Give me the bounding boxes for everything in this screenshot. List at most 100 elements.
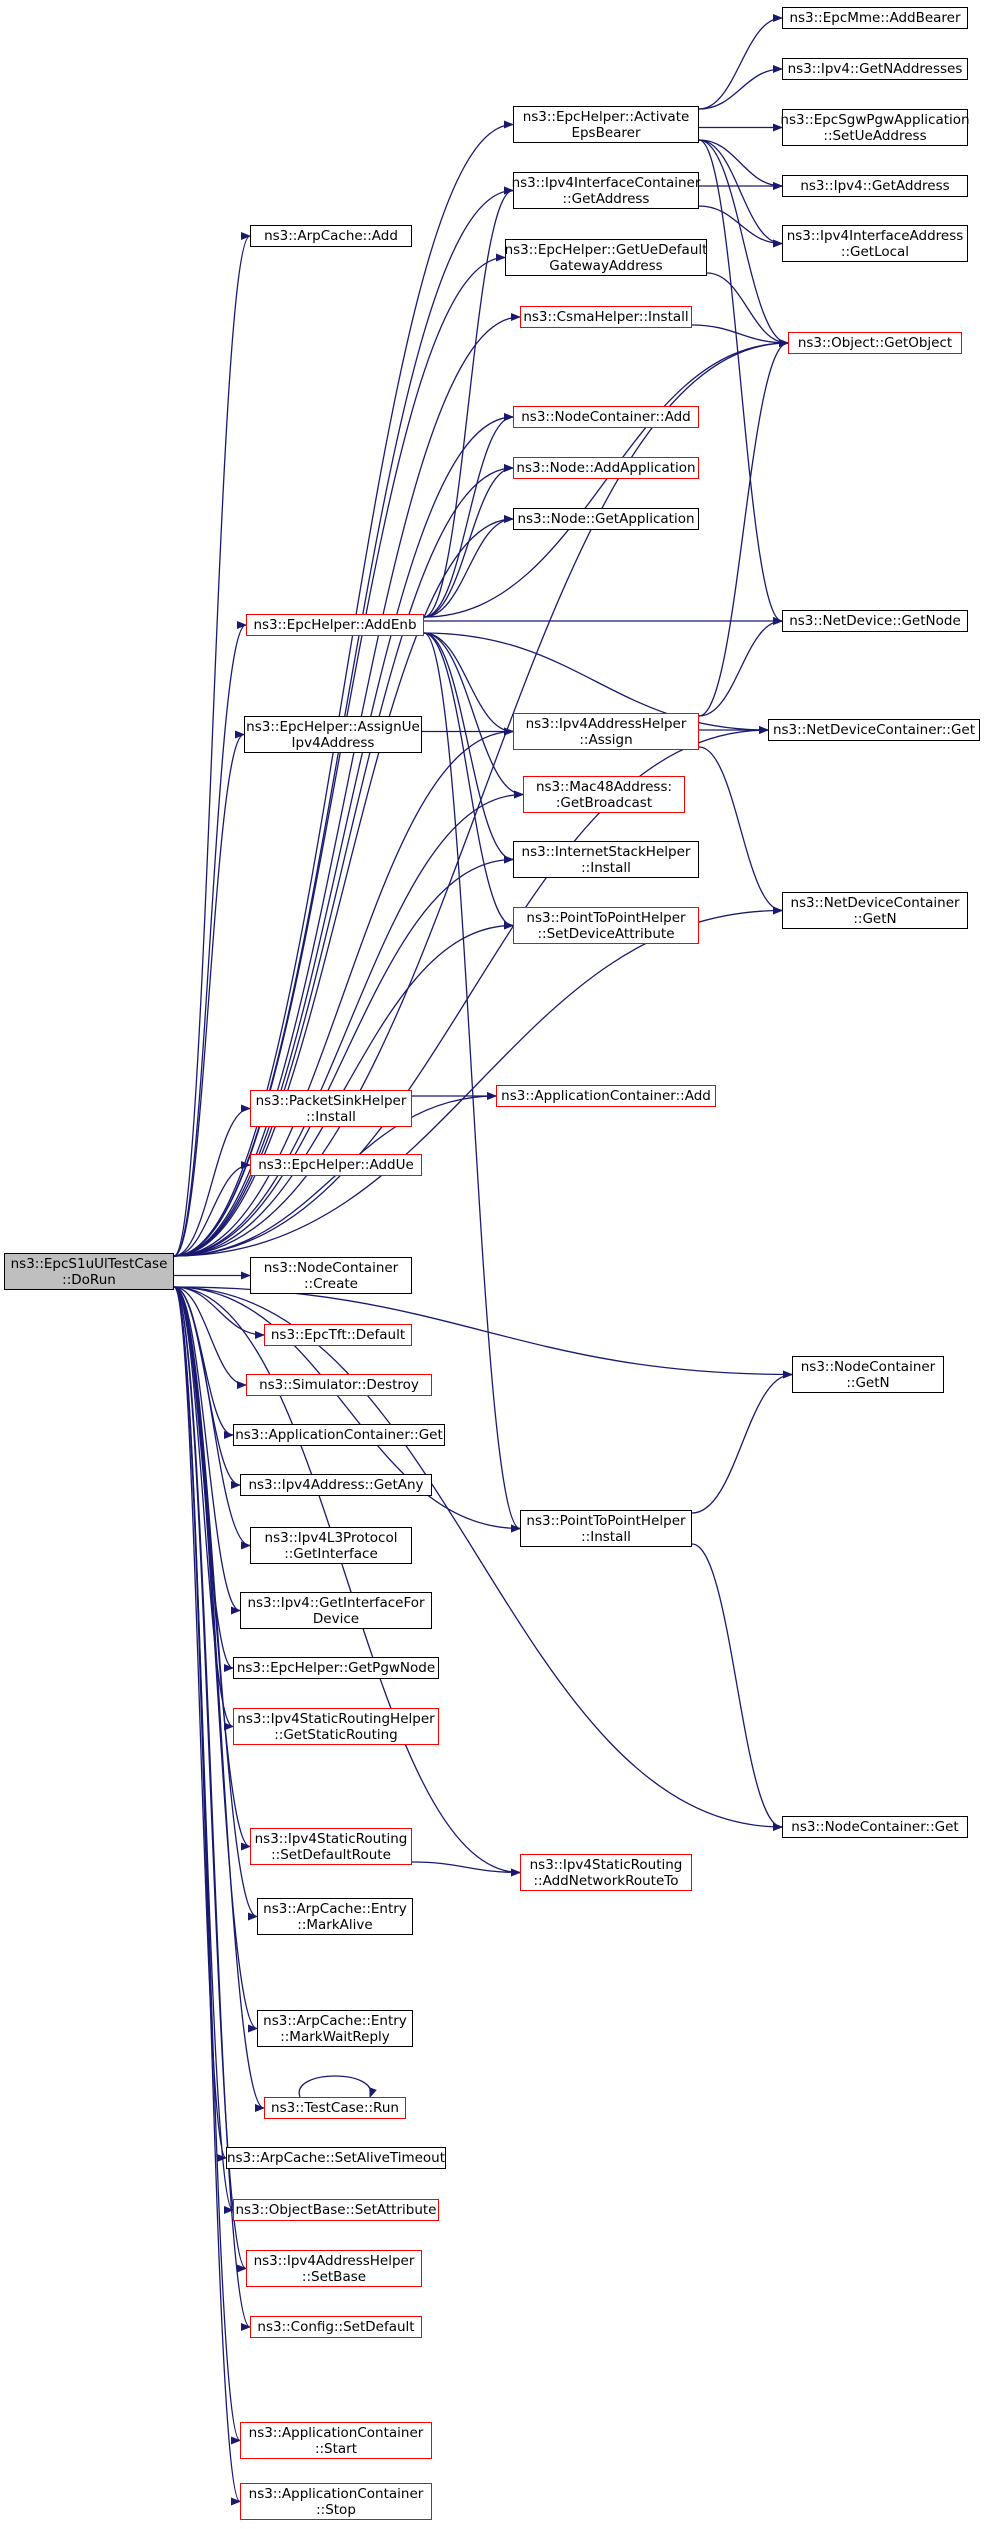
node-applicationcontainer-start[interactable]: ns3::ApplicationContainer ::Start [240, 2422, 432, 2459]
node-packetsinkhelper-install[interactable]: ns3::PacketSinkHelper ::Install [250, 1090, 412, 1127]
edge-root-to-arpentry_markalive [173, 1286, 258, 1921]
node-node-getapplication[interactable]: ns3::Node::GetApplication [513, 508, 699, 530]
edge-epchelper_activate-to-epcmme_addbearer [698, 14, 783, 110]
node-csmahelper-install[interactable]: ns3::CsmaHelper::Install [520, 306, 692, 328]
edge-root-to-packetsink_install [173, 1104, 251, 1257]
edge-root-to-epchelper_activate [173, 120, 514, 1257]
edge-epchelper_activate-to-object_getobject [698, 139, 789, 347]
edge-root-to-ipv4staticrouting_addnetwork [173, 1286, 521, 1877]
node-netdevice-getnode[interactable]: ns3::NetDevice::GetNode [782, 610, 968, 632]
edge-ipv4addrhelper_assign-to-object_getobject [698, 339, 789, 717]
edge-root-to-epchelper_addue [173, 1161, 251, 1257]
edge-root-to-node_getapplication [173, 515, 514, 1257]
node-epchelper-addue[interactable]: ns3::EpcHelper::AddUe [250, 1154, 422, 1176]
node-simulator-destroy[interactable]: ns3::Simulator::Destroy [246, 1374, 432, 1396]
node-ipv4-getaddress[interactable]: ns3::Ipv4::GetAddress [782, 175, 968, 197]
edge-root-to-epchelper_getuedefault [173, 253, 506, 1257]
edge-epchelper_activate-to-ipv4ifaddr_getlocal [698, 139, 783, 248]
node-root-doRun: ns3::EpcS1uUlTestCase ::DoRun [4, 1253, 174, 1290]
edge-epchelper_activate-to-ipv4_getnaddresses [698, 65, 783, 110]
edge-epchelper_activate-to-netdevice_getnode [698, 139, 783, 625]
node-objectbase-setattribute[interactable]: ns3::ObjectBase::SetAttribute [233, 2199, 439, 2221]
edge-root-to-nodecontainer_add [173, 413, 514, 1257]
node-ipv4ifcontainer-getaddress[interactable]: ns3::Ipv4InterfaceContainer ::GetAddress [512, 172, 700, 209]
node-netdevicecontainer-get[interactable]: ns3::NetDeviceContainer::Get [768, 719, 980, 741]
edge-root-to-netdevcontainer_getn [173, 906, 783, 1257]
node-epchelper-assignueipv4address[interactable]: ns3::EpcHelper::AssignUe Ipv4Address [244, 716, 422, 753]
node-ipv4-getinterfacefordevice[interactable]: ns3::Ipv4::GetInterfaceFor Device [240, 1592, 432, 1629]
edge-root-to-mac48_getbroadcast [173, 790, 524, 1257]
node-ipv4addresshelper-assign[interactable]: ns3::Ipv4AddressHelper ::Assign [513, 713, 699, 750]
node-epcmme-addbearer[interactable]: ns3::EpcMme::AddBearer [782, 7, 968, 29]
node-epchelper-getpgwnode[interactable]: ns3::EpcHelper::GetPgwNode [233, 1657, 439, 1679]
edge-epchelper_addenb-to-netdevcontainer_get [423, 632, 769, 734]
node-arpcache-setalivetimeout[interactable]: ns3::ArpCache::SetAliveTimeout [226, 2147, 446, 2169]
node-ipv4addresshelper-setbase[interactable]: ns3::Ipv4AddressHelper ::SetBase [246, 2250, 422, 2287]
edge-root-to-epchelper_assignue [173, 730, 245, 1257]
edge-epchelper_addenb-to-node_addapplication [423, 464, 514, 618]
node-ipv4ifaddress-getlocal[interactable]: ns3::Ipv4InterfaceAddress ::GetLocal [782, 225, 968, 262]
edge-ipv4addrhelper_assign-to-netdevcontainer_getn [698, 746, 783, 915]
node-nodecontainer-add[interactable]: ns3::NodeContainer::Add [513, 406, 699, 428]
node-ipv4staticrouting-addnetworkrouteto[interactable]: ns3::Ipv4StaticRouting ::AddNetworkRoute… [520, 1854, 692, 1891]
edge-root-to-nodecontainer_get [173, 1286, 783, 1831]
node-p2phelper-setdeviceattribute[interactable]: ns3::PointToPointHelper ::SetDeviceAttri… [513, 907, 699, 944]
node-node-addapplication[interactable]: ns3::Node::AddApplication [513, 457, 699, 479]
node-nodecontainer-get[interactable]: ns3::NodeContainer::Get [782, 1816, 968, 1838]
node-config-setdefault[interactable]: ns3::Config::SetDefault [250, 2316, 422, 2338]
node-applicationcontainer-stop[interactable]: ns3::ApplicationContainer ::Stop [240, 2483, 432, 2520]
edge-epchelper_getuedefault-to-object_getobject [706, 272, 789, 347]
node-mac48address-getbroadcast[interactable]: ns3::Mac48Address: :GetBroadcast [523, 776, 685, 813]
node-netdevicecontainer-getn[interactable]: ns3::NetDeviceContainer ::GetN [782, 892, 968, 929]
node-nodecontainer-getn[interactable]: ns3::NodeContainer ::GetN [792, 1356, 944, 1393]
node-ipv4-getnaddresses[interactable]: ns3::Ipv4::GetNAddresses [782, 58, 968, 80]
node-epchelper-activateepsbearer[interactable]: ns3::EpcHelper::Activate EpsBearer [513, 106, 699, 143]
edge-root-to-csma_install [173, 313, 521, 1257]
edge-epchelper_addenb-to-internetstack_install [423, 632, 514, 864]
edge-epchelper_addenb-to-mac48_getbroadcast [423, 632, 524, 799]
node-applicationcontainer-get[interactable]: ns3::ApplicationContainer::Get [233, 1424, 445, 1446]
edge-root-to-arpcache_setalivetimeout [173, 1286, 227, 2162]
edge-ipv4staticrouting_setdefault-to-ipv4staticrouting_addnetwork [411, 1861, 521, 1877]
edge-epchelper_addenb-to-ipv4ifc_getaddress [423, 186, 514, 618]
node-ipv4staticrouting-setdefaultroute[interactable]: ns3::Ipv4StaticRouting ::SetDefaultRoute [250, 1828, 412, 1865]
edge-root-to-netdevcontainer_get [173, 726, 769, 1257]
node-epcsgwpgw-setueaddress[interactable]: ns3::EpcSgwPgwApplication ::SetUeAddress [780, 109, 970, 146]
node-arpcache-add[interactable]: ns3::ArpCache::Add [250, 225, 412, 247]
node-object-getobject[interactable]: ns3::Object::GetObject [788, 332, 962, 354]
edge-root-to-node_addapplication [173, 464, 514, 1257]
edge-epchelper_addenb-to-p2p_setdeviceattr [423, 632, 514, 930]
edge-root-to-ipv4addrhelper_assign [173, 727, 514, 1257]
edge-ipv4addrhelper_assign-to-netdevice_getnode [698, 617, 783, 717]
edge-root-to-appcontainer_stop [173, 1286, 241, 2506]
edge-testcase_run-self-loop [298, 2075, 377, 2098]
node-ipv4staticroutinghelper-getstaticrouting[interactable]: ns3::Ipv4StaticRoutingHelper ::GetStatic… [233, 1708, 439, 1745]
node-internetstackhelper-install[interactable]: ns3::InternetStackHelper ::Install [513, 841, 699, 878]
node-testcase-run[interactable]: ns3::TestCase::Run [264, 2097, 406, 2119]
node-epctft-default[interactable]: ns3::EpcTft::Default [264, 1324, 412, 1346]
node-epchelper-getuedefaultgateway[interactable]: ns3::EpcHelper::GetUeDefault GatewayAddr… [505, 239, 707, 276]
edge-root-to-appcontainer_add [173, 1092, 497, 1257]
edge-epchelper_addenb-to-ipv4addrhelper_assign [423, 632, 514, 736]
edge-root-to-arpcache_add [173, 232, 251, 1257]
edge-root-to-p2p_install [173, 1286, 521, 1533]
edge-epchelper_addenb-to-object_getobject [423, 339, 789, 618]
node-applicationcontainer-add[interactable]: ns3::ApplicationContainer::Add [496, 1085, 716, 1107]
node-arpcacheentry-markalive[interactable]: ns3::ArpCache::Entry ::MarkAlive [257, 1898, 413, 1935]
edge-root-to-simulator_destroy [173, 1286, 247, 1389]
edge-root-to-ipv4_getinterfacefordevice [173, 1286, 241, 1615]
edge-root-to-testcase_run [173, 1286, 265, 2112]
edge-p2p_install-to-nodecontainer_getn [691, 1370, 793, 1514]
edge-epchelper_addenb-to-nodecontainer_add [423, 413, 514, 618]
node-p2phelper-install[interactable]: ns3::PointToPointHelper ::Install [520, 1510, 692, 1547]
node-arpcacheentry-markwaitreply[interactable]: ns3::ArpCache::Entry ::MarkWaitReply [257, 2010, 413, 2047]
edge-root-to-ipv4staticroutinghelper_get [173, 1286, 234, 1731]
edge-csma_install-to-object_getobject [691, 324, 789, 347]
node-epchelper-addenb[interactable]: ns3::EpcHelper::AddEnb [246, 614, 424, 636]
node-nodecontainer-create[interactable]: ns3::NodeContainer ::Create [250, 1257, 412, 1294]
edge-root-to-internetstack_install [173, 855, 514, 1257]
node-ipv4l3protocol-getinterface[interactable]: ns3::Ipv4L3Protocol ::GetInterface [250, 1527, 412, 1564]
edge-root-to-epchelper_addenb [173, 621, 247, 1257]
edge-ipv4ifc_getaddress-to-ipv4ifaddr_getlocal [698, 205, 783, 248]
node-ipv4address-getany[interactable]: ns3::Ipv4Address::GetAny [240, 1474, 432, 1496]
